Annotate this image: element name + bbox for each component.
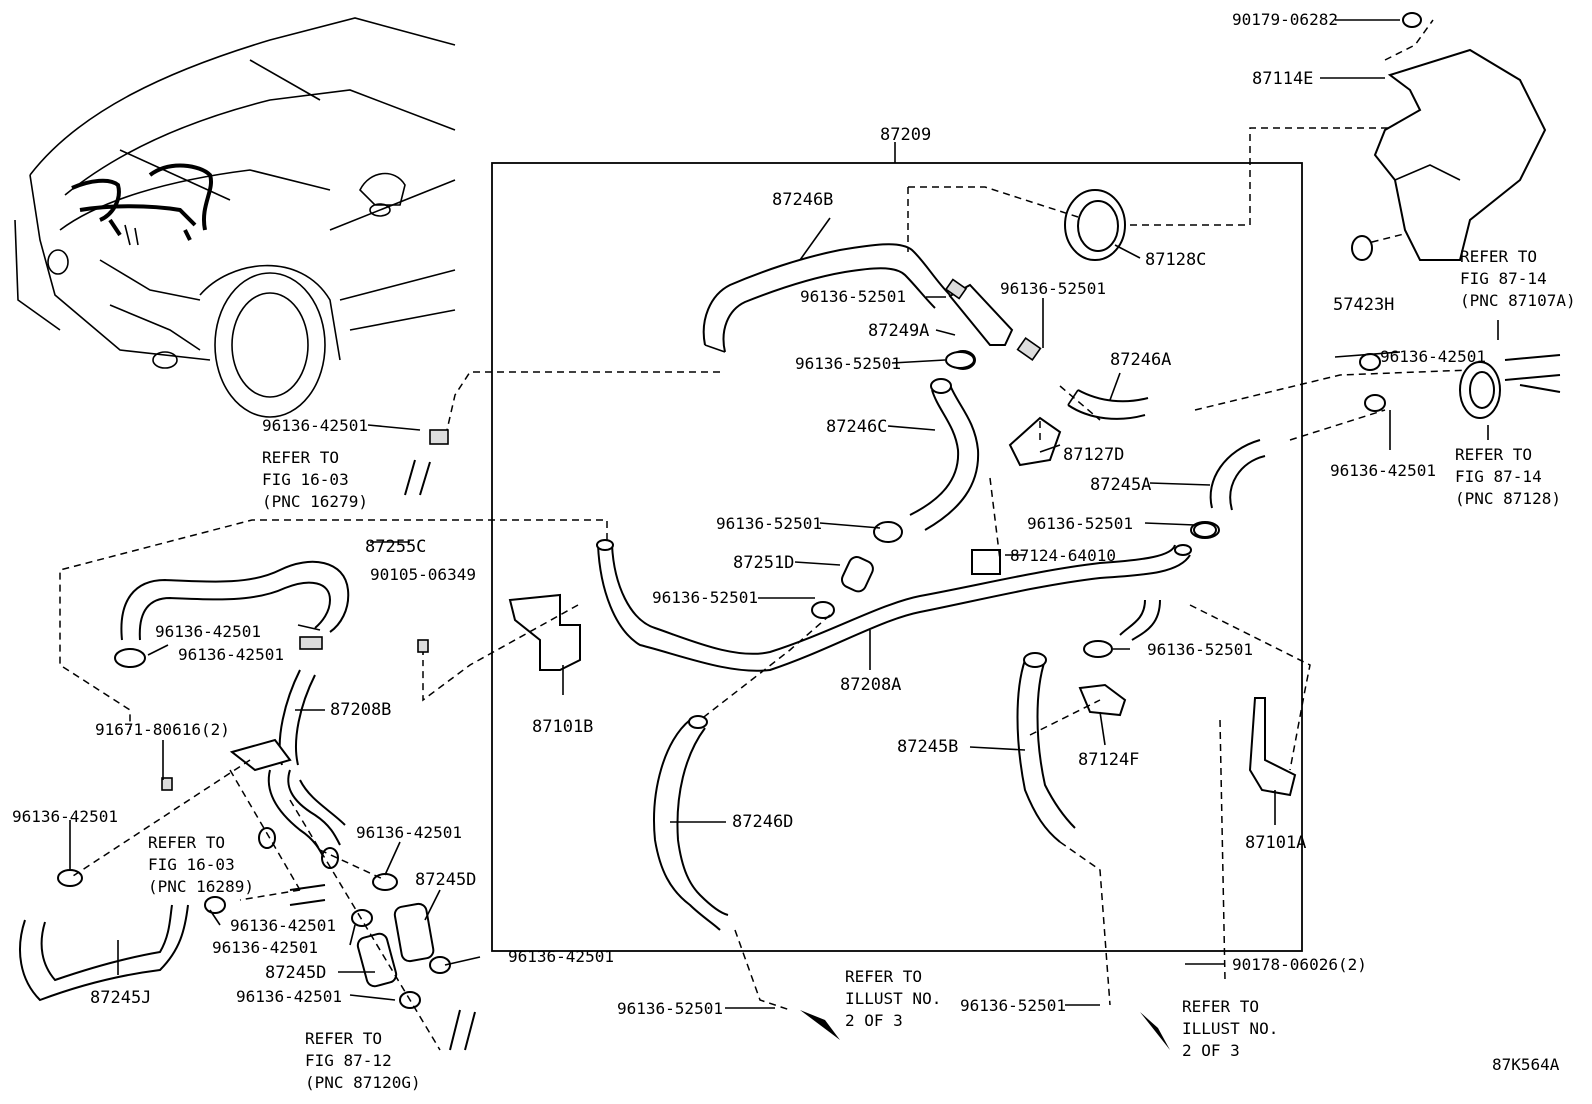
ref-illust-a-line2: ILLUST NO. (845, 989, 941, 1008)
ref-fig8714-a-line2: FIG 87-14 (1460, 269, 1547, 288)
label-87101A: 87101A (1245, 833, 1306, 853)
label-clamp-52501-a: 96136-52501 (800, 287, 906, 306)
label-87245J: 87245J (90, 988, 151, 1008)
label-clamp-52501-i: 96136-52501 (960, 996, 1066, 1015)
label-87246A: 87246A (1110, 350, 1171, 370)
label-87251D: 87251D (733, 553, 794, 573)
ref-fig8712-line1: REFER TO (305, 1029, 382, 1048)
label-clamp-42501-b: 96136-42501 (1330, 461, 1436, 480)
label-clamp-52501-b: 96136-52501 (1000, 279, 1106, 298)
label-87245A: 87245A (1090, 475, 1151, 495)
label-87114E: 87114E (1252, 69, 1313, 89)
label-clamp-52501-d: 96136-52501 (716, 514, 822, 533)
label-87246C: 87246C (826, 417, 887, 437)
label-leaders (69, 19, 1499, 1009)
label-87255C: 87255C (365, 537, 426, 557)
label-91671-80616: 91671-80616(2) (95, 720, 230, 739)
label-87246D: 87246D (732, 812, 793, 832)
ref-fig1603-a-line2: FIG 16-03 (262, 470, 349, 489)
label-clamp-42501-c: 96136-42501 (262, 416, 368, 435)
assembly-frame (491, 162, 1303, 952)
label-87127D: 87127D (1063, 445, 1124, 465)
ref-fig8714-a-line3: (PNC 87107A) (1460, 291, 1576, 310)
ref-illust-b-line1: REFER TO (1182, 997, 1259, 1016)
label-87245D-b: 87245D (265, 963, 326, 983)
label-87245B: 87245B (897, 737, 958, 757)
label-90105-06349: 90105-06349 (370, 565, 476, 584)
label-90178-06026: 90178-06026(2) (1232, 955, 1367, 974)
ref-fig8714-a-line1: REFER TO (1460, 247, 1537, 266)
label-87245D-a: 87245D (415, 870, 476, 890)
part-labels: 87209 87246B 87128C 90179-06282 87114E 5… (12, 10, 1560, 1074)
label-clamp-42501-a: 96136-42501 (1380, 347, 1486, 366)
label-87209: 87209 (880, 125, 931, 145)
label-87101B: 87101B (532, 717, 593, 737)
ref-fig1603-b-line1: REFER TO (148, 833, 225, 852)
left-dashed-leaders (69, 759, 441, 1051)
label-clamp-42501-d: 96136-42501 (155, 622, 261, 641)
ref-fig8712-line3: (PNC 87120G) (305, 1073, 421, 1092)
label-87208B: 87208B (330, 700, 391, 720)
ref-fig8712-line2: FIG 87-12 (305, 1051, 392, 1070)
label-clamp-42501-j: 96136-42501 (508, 947, 614, 966)
direction-arrows (800, 1010, 1170, 1050)
label-87124-64010: 87124-64010 (1010, 546, 1116, 565)
diagram-code: 87K564A (1492, 1055, 1560, 1074)
ref-fig8714-b-line2: FIG 87-14 (1455, 467, 1542, 486)
label-clamp-52501-e: 96136-52501 (1027, 514, 1133, 533)
label-57423H: 57423H (1333, 295, 1394, 315)
ref-fig1603-b-line3: (PNC 16289) (148, 877, 254, 896)
label-clamp-52501-g: 96136-52501 (1147, 640, 1253, 659)
label-clamp-42501-h: 96136-42501 (230, 916, 336, 935)
reference-notes: REFER TO FIG 16-03 (PNC 16279) REFER TO … (148, 247, 1576, 1092)
ref-fig1603-a-line1: REFER TO (262, 448, 339, 467)
label-clamp-52501-h: 96136-52501 (617, 999, 723, 1018)
ref-fig8714-b-line3: (PNC 87128) (1455, 489, 1561, 508)
ref-illust-a-line1: REFER TO (845, 967, 922, 986)
label-clamp-42501-f: 96136-42501 (12, 807, 118, 826)
main-hose-assembly (508, 189, 1297, 931)
label-87124F: 87124F (1078, 750, 1139, 770)
label-87246B: 87246B (772, 190, 833, 210)
label-clamp-42501-k: 96136-42501 (236, 987, 342, 1006)
label-90179-06282: 90179-06282 (1232, 10, 1338, 29)
dashed-leaders (59, 19, 1471, 1011)
left-hose-assembly (19, 429, 476, 1051)
vehicle-illustration (14, 17, 456, 418)
label-clamp-52501-c: 96136-52501 (795, 354, 901, 373)
ref-illust-a-line3: 2 OF 3 (845, 1011, 903, 1030)
ref-fig1603-b-line2: FIG 16-03 (148, 855, 235, 874)
label-clamp-42501-g: 96136-42501 (356, 823, 462, 842)
ref-illust-b-line3: 2 OF 3 (1182, 1041, 1240, 1060)
ref-illust-b-line2: ILLUST NO. (1182, 1019, 1278, 1038)
label-clamp-52501-f: 96136-52501 (652, 588, 758, 607)
ref-fig1603-a-line3: (PNC 16279) (262, 492, 368, 511)
ref-fig8714-b-line1: REFER TO (1455, 445, 1532, 464)
label-clamp-42501-i: 96136-42501 (212, 938, 318, 957)
label-87128C: 87128C (1145, 250, 1206, 270)
label-clamp-42501-e: 96136-42501 (178, 645, 284, 664)
label-87249A: 87249A (868, 321, 929, 341)
label-87208A: 87208A (840, 675, 901, 695)
